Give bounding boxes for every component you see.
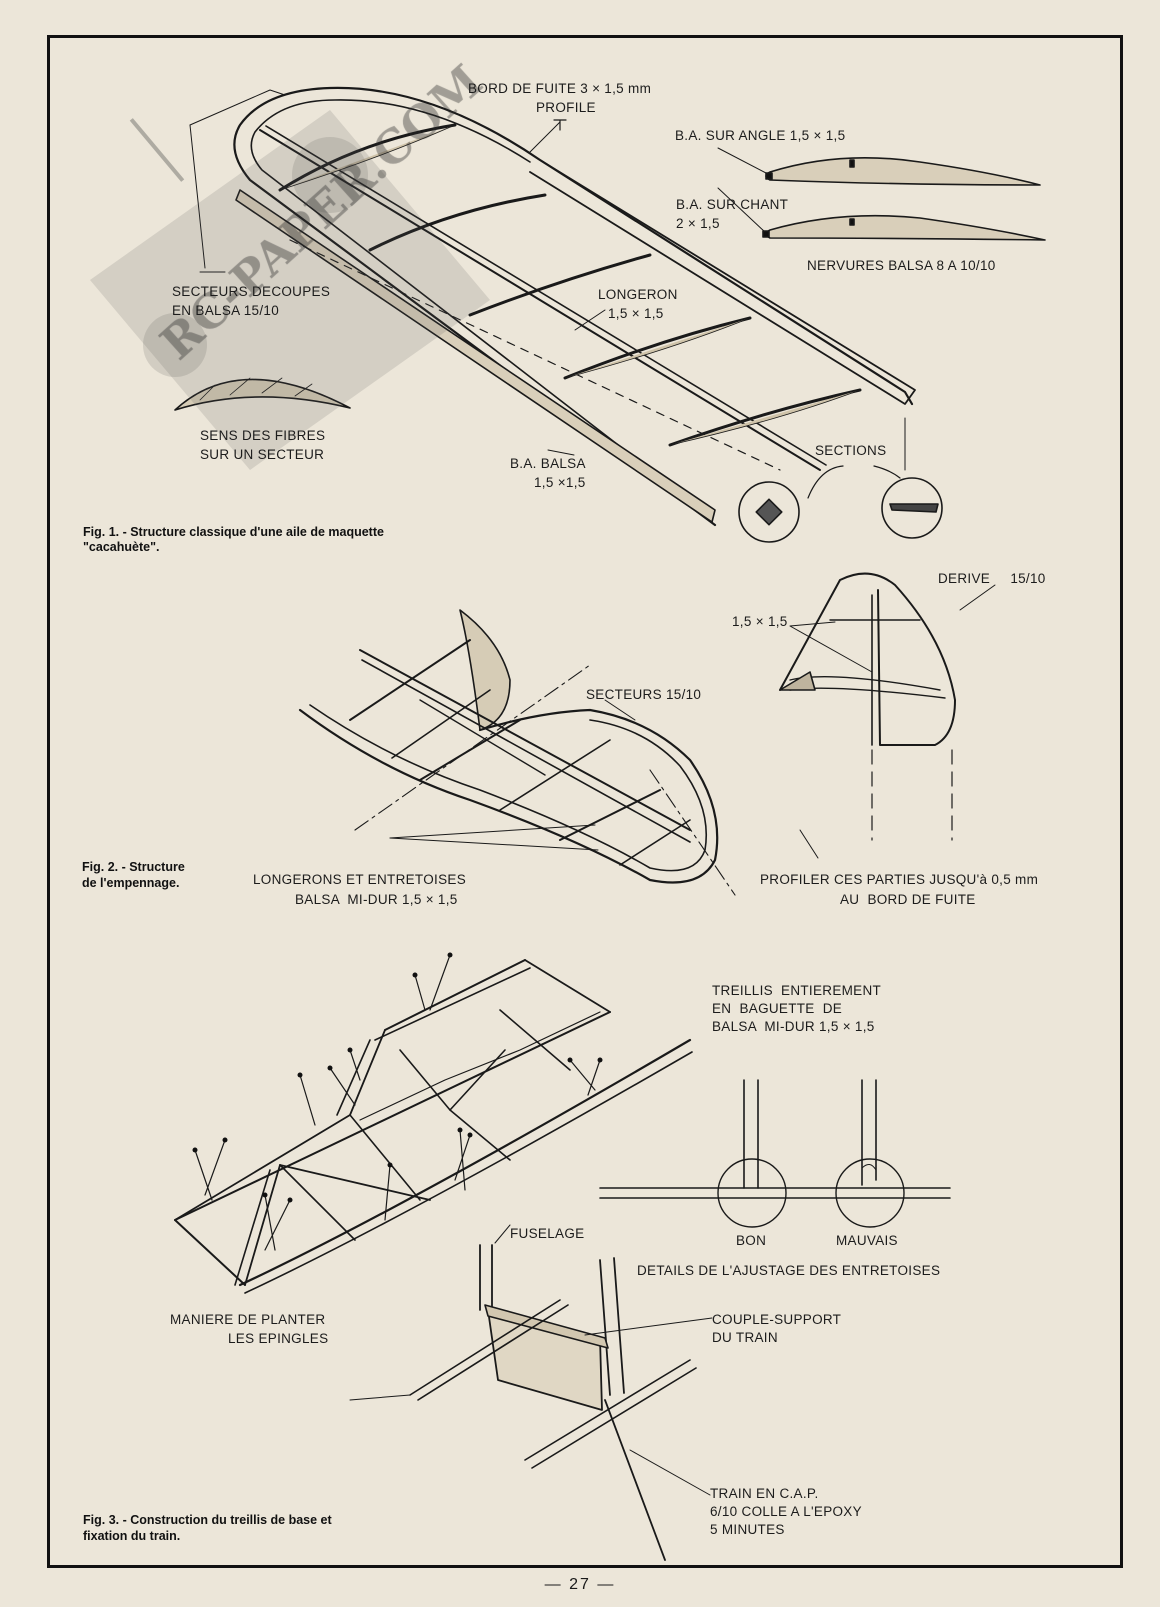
label-spar-size: 1,5 × 1,5 bbox=[608, 306, 664, 321]
label-good: BON bbox=[736, 1233, 767, 1248]
fig3-lattice-drawing bbox=[174, 952, 951, 1561]
label-le-angle: B.A. SUR ANGLE 1,5 × 1,5 bbox=[675, 128, 846, 143]
label-fuselage: FUSELAGE bbox=[510, 1226, 585, 1241]
label-support-2: DU TRAIN bbox=[712, 1330, 778, 1345]
label-profile-te: AU BORD DE FUITE bbox=[840, 892, 976, 907]
label-bad: MAUVAIS bbox=[836, 1233, 898, 1248]
fig1-caption: Fig. 1. - Structure classique d'une aile… bbox=[83, 525, 384, 554]
fig2-stabilizer-drawing bbox=[298, 572, 996, 896]
fig1-wing-drawing bbox=[174, 86, 1046, 543]
page-number: — 27 — bbox=[544, 1576, 616, 1593]
label-lattice-2: EN BAGUETTE DE bbox=[712, 1001, 843, 1016]
label-fin: DERIVE 15/10 bbox=[938, 571, 1046, 586]
label-spars: LONGERONS ET ENTRETOISES bbox=[253, 872, 466, 887]
label-sectors: SECTEURS DECOUPES bbox=[172, 284, 331, 299]
label-details: DETAILS DE L'AJUSTAGE DES ENTRETOISES bbox=[637, 1263, 941, 1278]
fig3-caption-line2: fixation du train. bbox=[83, 1529, 181, 1543]
label-tail-sectors: SECTEURS 15/10 bbox=[586, 687, 702, 702]
label-grain-sector: SUR UN SECTEUR bbox=[200, 447, 325, 462]
label-profile: PROFILE bbox=[536, 100, 596, 115]
label-ribs: NERVURES BALSA 8 A 10/10 bbox=[807, 258, 996, 273]
label-le-chant-size: 2 × 1,5 bbox=[676, 216, 720, 231]
label-gear-3: 5 MINUTES bbox=[710, 1522, 785, 1537]
label-spars-balsa: BALSA MI-DUR 1,5 × 1,5 bbox=[295, 892, 458, 907]
page-frame bbox=[47, 35, 1123, 1568]
label-profile-parts: PROFILER CES PARTIES JUSQU'à 0,5 mm bbox=[760, 872, 1039, 887]
fig3-caption-line1: Fig. 3. - Construction du treillis de ba… bbox=[83, 1513, 332, 1527]
label-le-balsa-size: 1,5 ×1,5 bbox=[534, 475, 586, 490]
label-gear-2: 6/10 COLLE A L'EPOXY bbox=[710, 1504, 862, 1519]
fig2-caption-line1: Fig. 2. - Structure bbox=[82, 860, 185, 874]
label-lattice-3: BALSA MI-DUR 1,5 × 1,5 bbox=[712, 1019, 875, 1034]
fig2-caption-line2: de l'empennage. bbox=[82, 876, 180, 890]
watermark-transmitter bbox=[90, 110, 490, 470]
label-gear-1: TRAIN EN C.A.P. bbox=[710, 1486, 819, 1501]
label-pins-1: MANIERE DE PLANTER bbox=[170, 1312, 326, 1327]
label-le-chant: B.A. SUR CHANT bbox=[676, 197, 789, 212]
label-pins-2: LES EPINGLES bbox=[228, 1331, 329, 1346]
label-grain: SENS DES FIBRES bbox=[200, 428, 326, 443]
label-fin-size: 1,5 × 1,5 bbox=[732, 614, 788, 629]
label-sectors-balsa: EN BALSA 15/10 bbox=[172, 303, 280, 318]
label-le-balsa: B.A. BALSA bbox=[510, 456, 586, 471]
label-spar: LONGERON bbox=[598, 287, 678, 302]
label-trailing-edge: BORD DE FUITE 3 × 1,5 mm bbox=[468, 81, 652, 96]
label-sections: SECTIONS bbox=[815, 443, 887, 458]
label-lattice-1: TREILLIS ENTIEREMENT bbox=[712, 983, 882, 998]
label-support-1: COUPLE-SUPPORT bbox=[712, 1312, 842, 1327]
